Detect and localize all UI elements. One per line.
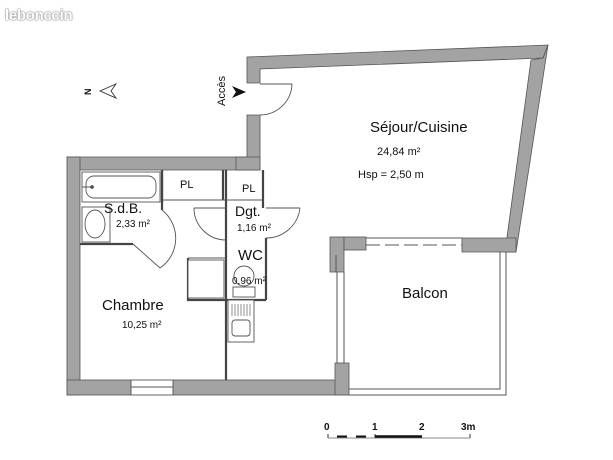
- wardrobe-chambre: [187, 259, 225, 299]
- north-arrow-icon: N: [83, 82, 118, 100]
- room-pl2: PL: [242, 183, 255, 195]
- bay-window: [366, 237, 462, 246]
- room-wc: WC 0,96 m²: [232, 247, 267, 287]
- entrance-marker: Accès: [216, 76, 246, 106]
- scale-bar: 0 1 2 3m: [324, 422, 476, 439]
- room-chambre: Chambre 10,25 m²: [102, 297, 164, 331]
- svg-text:Dgt.: Dgt.: [235, 203, 261, 219]
- watermark-logo: lebonccin: [5, 7, 73, 24]
- balcony-railing: [336, 252, 507, 396]
- svg-text:10,25 m²: 10,25 m²: [122, 320, 162, 331]
- room-balcon: Balcon: [402, 285, 448, 302]
- svg-text:PL: PL: [180, 179, 193, 191]
- svg-text:0: 0: [324, 422, 330, 433]
- exterior-walls: [66, 44, 549, 396]
- svg-text:Séjour/Cuisine: Séjour/Cuisine: [370, 119, 468, 136]
- svg-text:1,16 m²: 1,16 m²: [237, 223, 272, 234]
- svg-text:Balcon: Balcon: [402, 285, 448, 302]
- svg-text:2: 2: [419, 422, 425, 433]
- kitchen-sink: [227, 299, 255, 343]
- room-pl1: PL: [180, 179, 193, 191]
- svg-text:PL: PL: [242, 183, 255, 195]
- svg-text:S.d.B.: S.d.B.: [104, 200, 142, 216]
- svg-text:3m: 3m: [461, 422, 476, 433]
- bathtub: [81, 171, 161, 203]
- svg-text:Chambre: Chambre: [102, 297, 164, 314]
- svg-text:1: 1: [372, 422, 378, 433]
- room-dgt: Dgt. 1,16 m²: [235, 203, 272, 234]
- window-chambre: [130, 379, 174, 396]
- arrow-right-icon: [232, 86, 246, 98]
- svg-text:WC: WC: [238, 247, 263, 264]
- svg-text:24,84 m²: 24,84 m²: [377, 146, 421, 158]
- svg-text:2,33 m²: 2,33 m²: [116, 219, 151, 230]
- washbasin: [81, 206, 111, 243]
- svg-text:Hsp = 2,50 m: Hsp = 2,50 m: [358, 169, 424, 181]
- svg-text:0,96 m²: 0,96 m²: [232, 276, 267, 287]
- room-sdb: S.d.B. 2,33 m²: [104, 200, 151, 230]
- room-sejour: Séjour/Cuisine 24,84 m² Hsp = 2,50 m: [358, 119, 468, 181]
- svg-text:N: N: [83, 89, 93, 96]
- svg-text:Accès: Accès: [216, 76, 228, 106]
- doors: [132, 83, 301, 269]
- toilet: [232, 265, 256, 298]
